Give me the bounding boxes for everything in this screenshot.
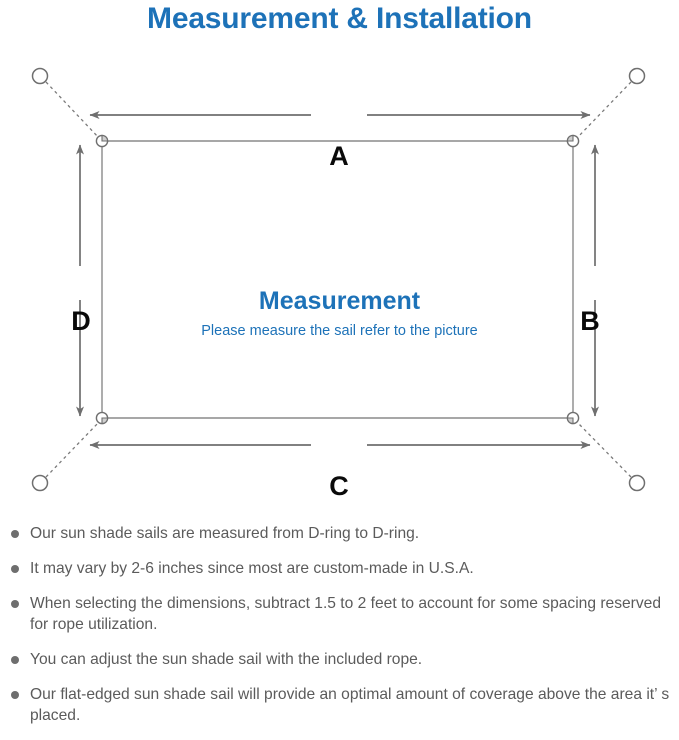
bullet-icon: [11, 691, 19, 699]
anchor-circles: [31, 67, 646, 492]
shade-sail-measurement-diagram: Measurement Please measure the sail refe…: [0, 44, 679, 514]
d-ring-cap-bottom-right: [566, 417, 574, 425]
list-item: You can adjust the sun shade sail with t…: [0, 649, 679, 670]
rope-bottom-right: [576, 421, 632, 478]
dimension-label-d: D: [71, 306, 91, 336]
anchor-bottom-right: [628, 474, 646, 492]
notes-list: Our sun shade sails are measured from D-…: [0, 523, 679, 740]
d-ring-cap-bottom-left: [101, 417, 109, 425]
rope-bottom-left: [45, 421, 100, 478]
note-text: Our sun shade sails are measured from D-…: [30, 525, 420, 542]
bullet-icon: [11, 530, 19, 538]
anchor-top-left: [31, 67, 49, 85]
list-item: It may vary by 2-6 inches since most are…: [0, 558, 679, 579]
list-item: Our sun shade sails are measured from D-…: [0, 523, 679, 544]
note-text: When selecting the dimensions, subtract …: [30, 595, 662, 633]
bullet-icon: [11, 600, 19, 608]
sail-heading: Measurement: [258, 287, 421, 315]
anchor-top-right: [628, 67, 646, 85]
page-title: Measurement & Installation: [147, 2, 532, 35]
dimension-label-b: B: [580, 306, 600, 336]
rope-top-left: [45, 81, 100, 139]
anchor-bottom-left: [31, 474, 49, 492]
note-text: You can adjust the sun shade sail with t…: [30, 651, 423, 668]
sail-subheading: Please measure the sail refer to the pic…: [201, 323, 478, 339]
bullet-icon: [11, 656, 19, 664]
rope-lines: [45, 81, 632, 478]
rope-top-right: [576, 81, 632, 139]
d-ring-cap-top-left: [101, 134, 109, 142]
bullet-icon: [11, 565, 19, 573]
note-text: Our flat-edged sun shade sail will provi…: [30, 686, 670, 724]
d-ring-caps: [101, 134, 574, 425]
d-ring-cap-top-right: [566, 134, 574, 142]
note-text: It may vary by 2-6 inches since most are…: [30, 560, 474, 577]
list-item: When selecting the dimensions, subtract …: [0, 593, 679, 635]
list-item: Our flat-edged sun shade sail will provi…: [0, 684, 679, 726]
dimension-label-c: C: [329, 471, 349, 501]
sail-body: [101, 140, 574, 419]
dimension-label-a: A: [329, 141, 349, 171]
